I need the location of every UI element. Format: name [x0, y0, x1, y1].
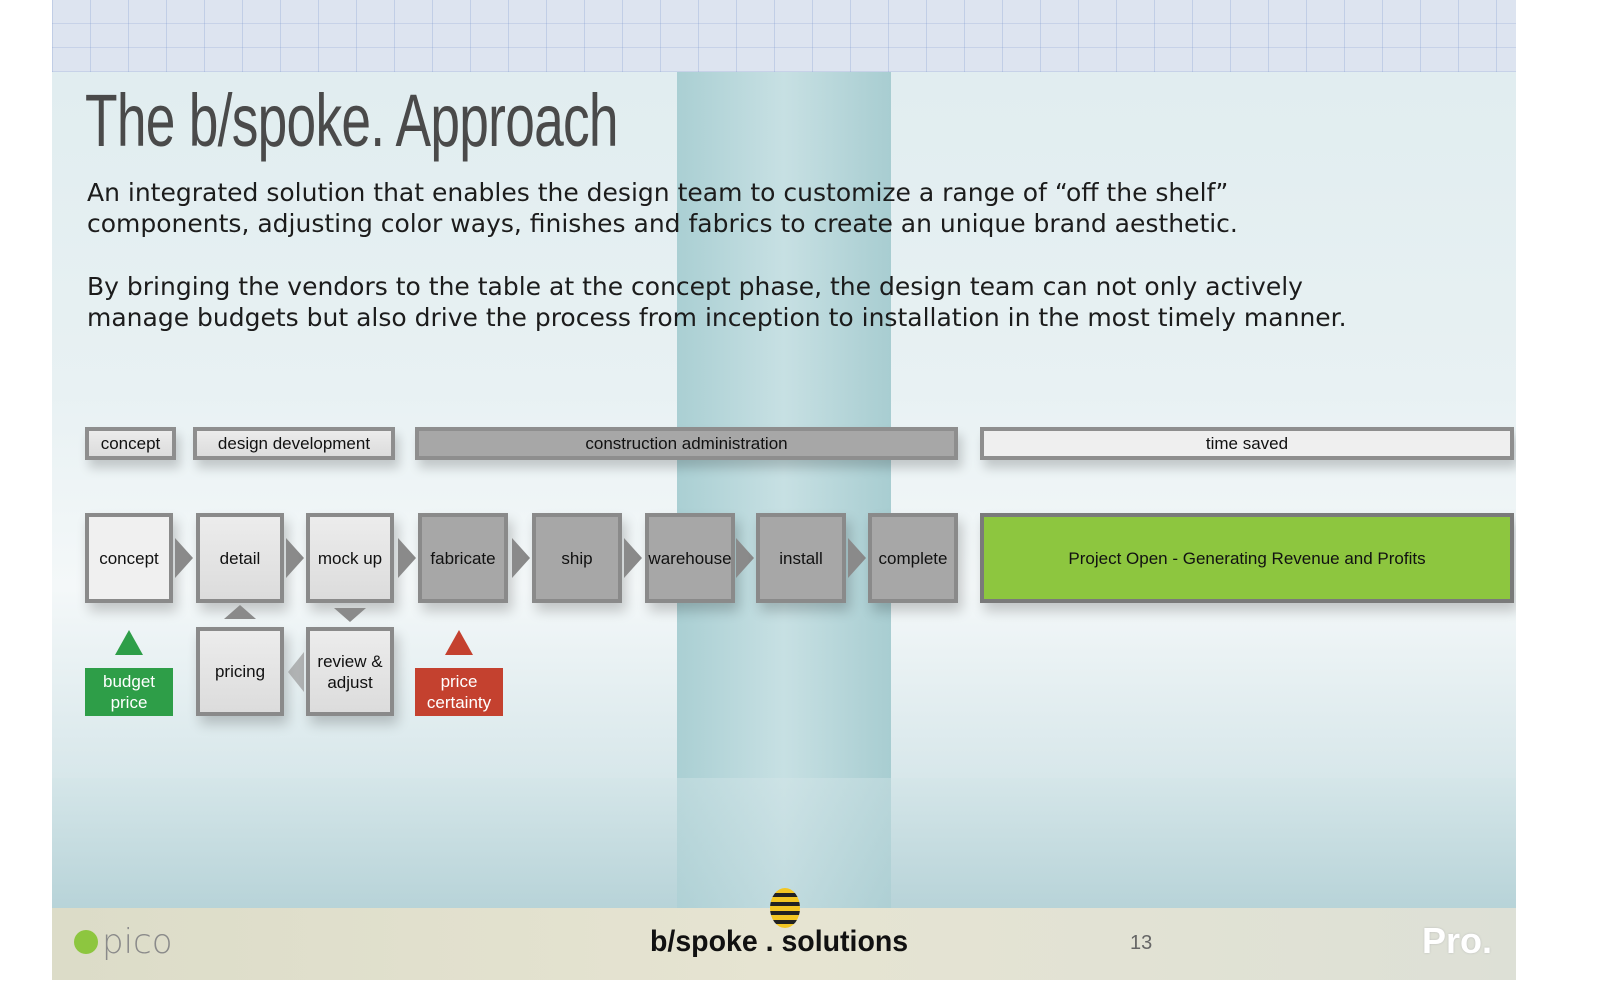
arrow-down-icon — [334, 608, 366, 622]
pico-logo-text: pico — [102, 922, 173, 962]
step-mock-up: mock up — [306, 513, 394, 603]
pico-logo-icon — [74, 930, 98, 954]
phase-design-development: design development — [193, 427, 395, 460]
bspoke-logo: b/spoke . solutions — [650, 925, 909, 958]
paragraph-2: By bringing the vendors to the table at … — [87, 272, 1347, 332]
triangle-up-icon — [445, 630, 473, 655]
arrow-up-icon — [224, 605, 256, 619]
arrow-right-icon — [175, 538, 193, 578]
step-fabricate: fabricate — [418, 513, 508, 603]
paragraph-1: An integrated solution that enables the … — [87, 178, 1238, 238]
background-pillar-base — [677, 778, 891, 908]
arrow-right-icon — [848, 538, 866, 578]
slide: The b/spoke. Approach An integrated solu… — [52, 0, 1516, 980]
pico-logo: pico — [74, 922, 173, 962]
phase-time-saved: time saved — [980, 427, 1514, 460]
price-certainty-tag: price certainty — [415, 668, 503, 716]
budget-price-tag: budget price — [85, 668, 173, 716]
arrow-right-icon — [736, 538, 754, 578]
step-ship: ship — [532, 513, 622, 603]
pro-logo: Pro. — [1422, 920, 1493, 961]
arrow-right-icon — [398, 538, 416, 578]
step-concept: concept — [85, 513, 173, 603]
result-project-open: Project Open - Generating Revenue and Pr… — [980, 513, 1514, 603]
slide-title: The b/spoke. Approach — [85, 79, 619, 162]
arrow-right-icon — [624, 538, 642, 578]
triangle-up-icon — [115, 630, 143, 655]
arrow-right-icon — [286, 538, 304, 578]
phase-concept: concept — [85, 427, 176, 460]
phase-construction-administration: construction administration — [415, 427, 958, 460]
arrow-right-icon — [512, 538, 530, 578]
page-number: 13 — [1130, 932, 1153, 954]
step-detail: detail — [196, 513, 284, 603]
step-install: install — [756, 513, 846, 603]
blueprint-banner — [52, 0, 1516, 72]
step-warehouse: warehouse — [645, 513, 735, 603]
bee-icon — [770, 888, 800, 928]
arrow-left-icon — [288, 652, 304, 692]
step-complete: complete — [868, 513, 958, 603]
step-pricing: pricing — [196, 627, 284, 716]
step-review-adjust: review & adjust — [306, 627, 394, 716]
background-pillar — [677, 72, 891, 912]
